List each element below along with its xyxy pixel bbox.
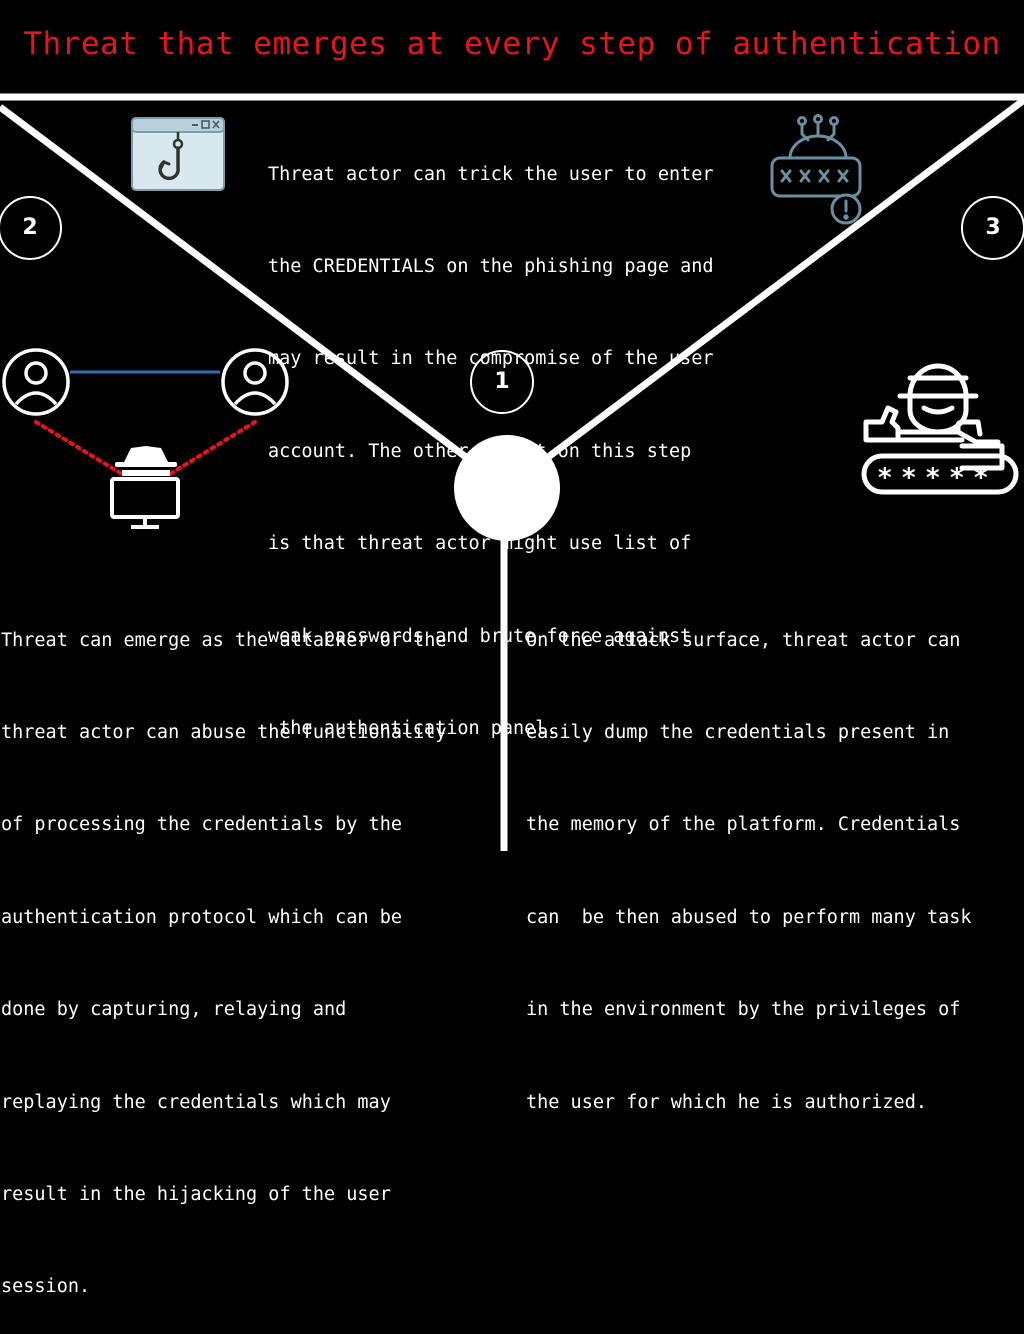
text-line: the user for which he is authorized.	[526, 1091, 927, 1113]
text-line: may result in the compromise of the user	[268, 348, 714, 370]
text-line: weak passwords and brute force against	[268, 625, 692, 647]
text-line: Threat actor can trick the user to enter	[268, 163, 714, 185]
text-line: the authentication panel.	[268, 717, 558, 739]
text-line: in the environment by the privileges of	[526, 999, 961, 1021]
text-line: account. The other threat on this step	[268, 440, 692, 462]
text-line: of processing the credentials by the	[1, 814, 402, 836]
divider-lines	[0, 93, 1024, 851]
phishing-hook-window-icon	[131, 117, 225, 191]
svg-text:*: *	[878, 463, 892, 493]
text-line: the CREDENTIALS on the phishing page and	[268, 255, 714, 277]
text-line: easily dump the credentials present in	[526, 721, 950, 743]
text-line: authentication protocol which can be	[1, 906, 402, 928]
center-hub	[454, 435, 560, 541]
svg-text:*: *	[974, 463, 988, 493]
text-line: Threat can emerge as the attacker or the	[1, 629, 447, 651]
step-3-badge: 3	[961, 196, 1024, 260]
man-in-the-middle-icon	[2, 348, 289, 529]
step-2-description: Threat can emerge as the attacker or the…	[1, 564, 447, 1334]
text-line: threat actor can abuse the functionality	[1, 721, 447, 743]
text-line: done by capturing, relaying and	[1, 999, 347, 1021]
text-line: is that threat actor might use list of	[268, 533, 692, 555]
text-line: can be then abused to perform many task	[526, 906, 972, 928]
text-line: result in the hijacking of the user	[1, 1183, 391, 1205]
title-bar: Threat that emerges at every step of aut…	[0, 0, 1024, 96]
right-diagonal	[504, 97, 1024, 491]
credential-dumping-hacker-icon: * * * * *	[861, 363, 1019, 495]
text-line: the memory of the platform. Credentials	[526, 814, 961, 836]
text-line: replaying the credentials which may	[1, 1091, 391, 1113]
svg-text:*: *	[902, 463, 916, 493]
step-1-description: Threat actor can trick the user to enter…	[268, 98, 714, 776]
text-line: session.	[1, 1276, 91, 1298]
password-warning-icon	[770, 114, 862, 225]
left-diagonal	[0, 104, 510, 491]
step-2-badge: 2	[0, 196, 62, 260]
step-1-badge: 1	[470, 350, 534, 414]
step-3-description: On the attack surface, threat actor can …	[526, 564, 972, 1149]
text-line: On the attack surface, threat actor can	[526, 629, 961, 651]
svg-text:*: *	[926, 463, 940, 493]
page-title: Threat that emerges at every step of aut…	[23, 26, 1001, 62]
svg-text:*: *	[950, 463, 964, 493]
